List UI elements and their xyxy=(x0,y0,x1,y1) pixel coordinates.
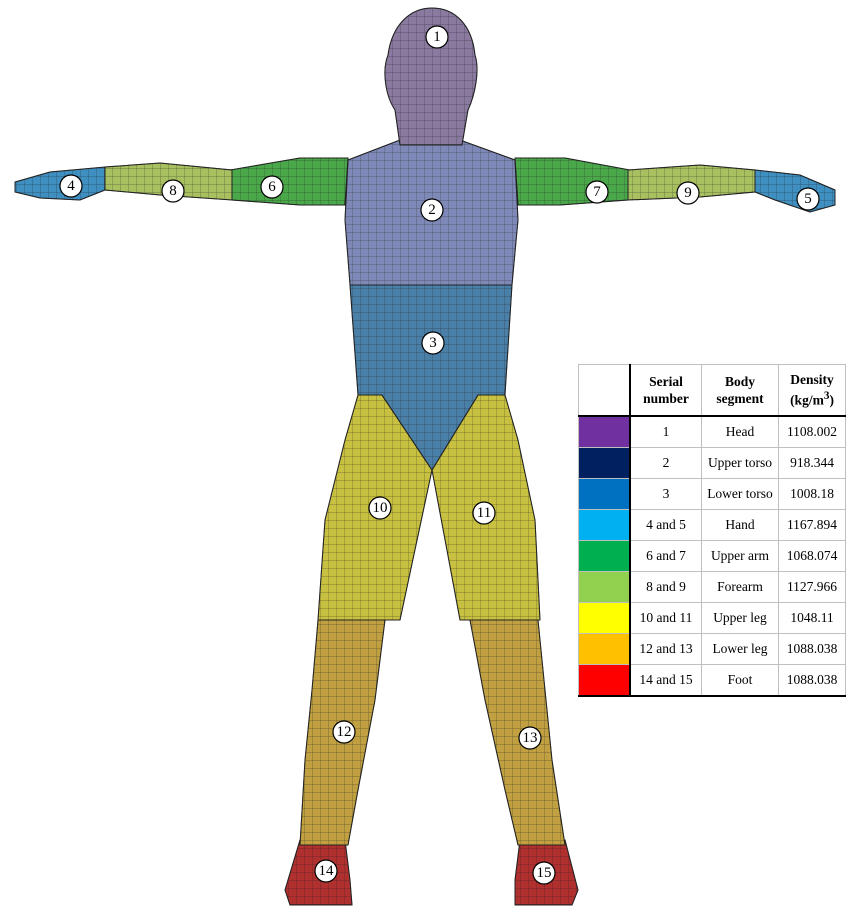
serial-cell: 12 and 13 xyxy=(630,634,702,665)
table-row: 8 and 9Forearm1127.966 xyxy=(579,572,846,603)
segment-cell: Forearm xyxy=(702,572,779,603)
header-density: Density(kg/m3) xyxy=(779,365,846,417)
segment-cell: Head xyxy=(702,416,779,448)
table-row: 2Upper torso918.344 xyxy=(579,448,846,479)
segment-label-4: 4 xyxy=(60,175,82,197)
density-cell: 1088.038 xyxy=(779,634,846,665)
segment-cell: Foot xyxy=(702,665,779,697)
label-number: 7 xyxy=(593,184,601,200)
table-row: 10 and 11Upper leg1048.11 xyxy=(579,603,846,634)
serial-cell: 10 and 11 xyxy=(630,603,702,634)
segment-label-3: 3 xyxy=(422,332,444,354)
serial-cell: 4 and 5 xyxy=(630,510,702,541)
segment-label-1: 1 xyxy=(426,26,448,48)
serial-cell: 14 and 15 xyxy=(630,665,702,697)
density-cell: 1068.074 xyxy=(779,541,846,572)
header-body-segment: Bodysegment xyxy=(702,365,779,417)
segment-label-15: 15 xyxy=(533,862,555,884)
serial-cell: 6 and 7 xyxy=(630,541,702,572)
segment-label-9: 9 xyxy=(677,182,699,204)
color-swatch xyxy=(579,572,631,603)
density-cell: 1008.18 xyxy=(779,479,846,510)
density-cell: 1108.002 xyxy=(779,416,846,448)
segment-label-5: 5 xyxy=(797,188,819,210)
label-number: 10 xyxy=(373,500,388,516)
label-number: 5 xyxy=(804,191,812,207)
table-row: 14 and 15Foot1088.038 xyxy=(579,665,846,697)
color-swatch xyxy=(579,634,631,665)
table-row: 3Lower torso1008.18 xyxy=(579,479,846,510)
density-cell: 1088.038 xyxy=(779,665,846,697)
label-number: 6 xyxy=(268,179,276,195)
serial-cell: 3 xyxy=(630,479,702,510)
segment-label-13: 13 xyxy=(519,727,541,749)
serial-cell: 1 xyxy=(630,416,702,448)
segment-cell: Hand xyxy=(702,510,779,541)
serial-cell: 8 and 9 xyxy=(630,572,702,603)
segment-label-6: 6 xyxy=(261,176,283,198)
density-cell: 1167.894 xyxy=(779,510,846,541)
segment-label-7: 7 xyxy=(586,181,608,203)
color-swatch xyxy=(579,665,631,697)
label-number: 12 xyxy=(337,724,352,740)
segment-label-2: 2 xyxy=(421,199,443,221)
label-number: 13 xyxy=(523,730,538,746)
label-number: 15 xyxy=(537,865,552,881)
serial-cell: 2 xyxy=(630,448,702,479)
segment-cell: Upper leg xyxy=(702,603,779,634)
segment-cell: Upper arm xyxy=(702,541,779,572)
header-color-cell xyxy=(579,365,631,417)
color-swatch xyxy=(579,448,631,479)
segment-hand-right-mesh xyxy=(755,170,835,212)
color-swatch xyxy=(579,479,631,510)
segment-cell: Upper torso xyxy=(702,448,779,479)
segment-label-10: 10 xyxy=(369,497,391,519)
label-number: 4 xyxy=(67,178,75,194)
color-swatch xyxy=(579,510,631,541)
label-number: 8 xyxy=(169,183,177,199)
label-number: 11 xyxy=(477,505,491,521)
table-body: 1Head1108.0022Upper torso918.3443Lower t… xyxy=(579,416,846,696)
table-row: 4 and 5Hand1167.894 xyxy=(579,510,846,541)
segment-upper-arm-right-mesh xyxy=(515,158,630,205)
segment-label-8: 8 xyxy=(162,180,184,202)
segment-cell: Lower torso xyxy=(702,479,779,510)
density-table: Serialnumber Bodysegment Density(kg/m3) … xyxy=(578,364,846,697)
label-number: 2 xyxy=(428,202,436,218)
segment-cell: Lower leg xyxy=(702,634,779,665)
color-swatch xyxy=(579,603,631,634)
segment-label-11: 11 xyxy=(473,502,495,524)
table-row: 1Head1108.002 xyxy=(579,416,846,448)
segment-label-12: 12 xyxy=(333,721,355,743)
label-number: 9 xyxy=(684,185,692,201)
segment-lower-leg-right-mesh xyxy=(470,620,565,845)
label-number: 1 xyxy=(433,29,441,45)
color-swatch xyxy=(579,541,631,572)
label-number: 14 xyxy=(319,863,335,879)
density-cell: 918.344 xyxy=(779,448,846,479)
density-cell: 1127.966 xyxy=(779,572,846,603)
header-serial-number: Serialnumber xyxy=(630,365,702,417)
density-cell: 1048.11 xyxy=(779,603,846,634)
table-header-row: Serialnumber Bodysegment Density(kg/m3) xyxy=(579,365,846,417)
segment-label-14: 14 xyxy=(315,860,337,882)
segment-upper-arm-left-mesh xyxy=(230,158,348,205)
label-number: 3 xyxy=(429,335,437,351)
table-row: 6 and 7Upper arm1068.074 xyxy=(579,541,846,572)
color-swatch xyxy=(579,416,631,448)
table-row: 12 and 13Lower leg1088.038 xyxy=(579,634,846,665)
